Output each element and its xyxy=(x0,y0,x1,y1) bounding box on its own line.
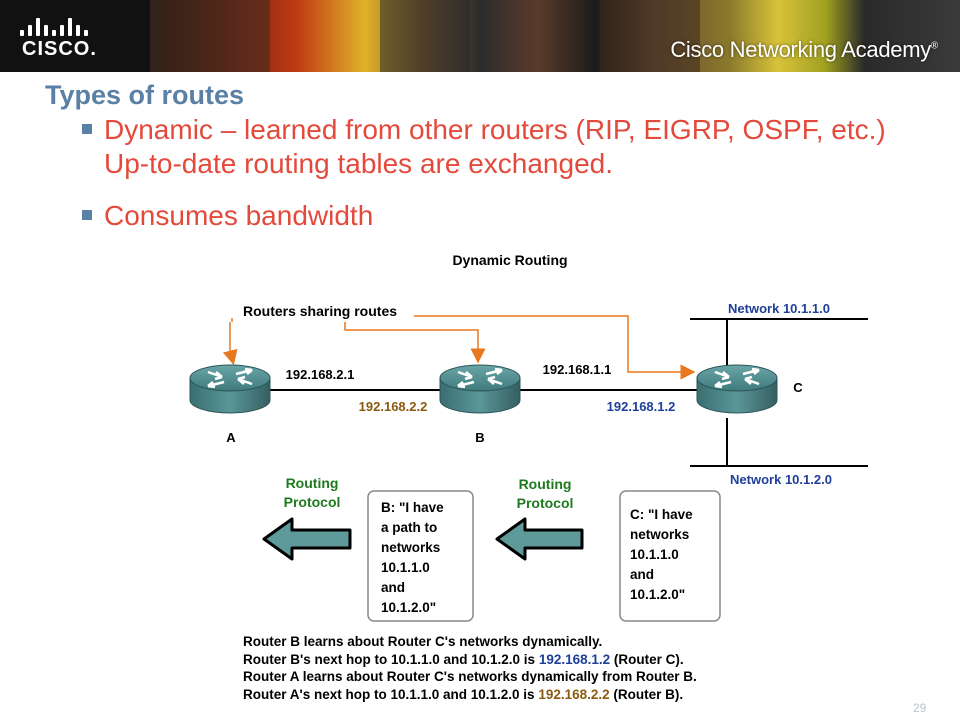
sharing-label: Routers sharing routes xyxy=(243,303,397,319)
router-c-icon xyxy=(695,363,779,415)
share-arrow-to-c xyxy=(414,315,696,380)
box-c-line5: 10.1.2.0" xyxy=(630,587,685,602)
bullet-list: Dynamic – learned from other routers (RI… xyxy=(78,113,938,251)
network-top-label: Network 10.1.1.0 xyxy=(728,301,830,316)
ip-b-west: 192.168.2.2 xyxy=(359,399,428,414)
caption-text: (Router C). xyxy=(610,651,684,667)
router-a-label: A xyxy=(226,430,236,445)
academy-wordmark: Cisco Networking Academy® xyxy=(670,37,938,63)
caption-line: Router B's next hop to 10.1.1.0 and 10.1… xyxy=(243,651,697,669)
bullet-item: Dynamic – learned from other routers (RI… xyxy=(78,113,938,181)
router-b-icon xyxy=(438,363,522,415)
ip-a-side: 192.168.2.1 xyxy=(286,367,355,382)
message-box-c xyxy=(619,490,721,622)
banner-photo-2 xyxy=(380,0,470,72)
network-bottom-label: Network 10.1.2.0 xyxy=(730,472,832,487)
academy-name: Cisco Networking Academy xyxy=(670,37,931,62)
header-banner: CISCO. Cisco Networking Academy® xyxy=(0,0,960,72)
protocol-arrow-left-icon xyxy=(262,517,352,561)
banner-photo-1 xyxy=(150,0,270,72)
cisco-bars-icon xyxy=(20,16,90,36)
box-b-line6: 10.1.2.0" xyxy=(381,600,436,615)
ip-c-side: 192.168.1.2 xyxy=(607,399,676,414)
share-arrow-to-b xyxy=(344,322,486,364)
page-number: 29 xyxy=(913,701,927,715)
box-b-line2: a path to xyxy=(381,520,437,535)
diagram-caption: Router B learns about Router C's network… xyxy=(243,633,697,703)
routing-protocol-right-line1: Routing xyxy=(519,476,572,492)
router-a-icon xyxy=(188,363,272,415)
protocol-arrow-right-icon xyxy=(495,517,584,561)
router-c-label: C xyxy=(793,380,803,395)
caption-ip-brown: 192.168.2.2 xyxy=(538,686,610,702)
caption-text: Router B's next hop to 10.1.1.0 and 10.1… xyxy=(243,651,539,667)
box-b-line1: B: "I have xyxy=(381,500,444,515)
ip-b-east: 192.168.1.1 xyxy=(543,362,612,377)
bullet-item: Consumes bandwidth xyxy=(78,199,938,233)
caption-text: (Router B). xyxy=(609,686,684,702)
routing-protocol-left-line2: Protocol xyxy=(284,494,341,510)
box-b-line3: networks xyxy=(381,540,440,555)
routing-protocol-right-line2: Protocol xyxy=(517,495,574,511)
bullet-text: Consumes bandwidth xyxy=(104,200,374,231)
caption-text: Router A's next hop to 10.1.1.0 and 10.1… xyxy=(243,686,539,702)
diagram-title: Dynamic Routing xyxy=(452,252,567,268)
caption-line: Router A's next hop to 10.1.1.0 and 10.1… xyxy=(243,686,697,704)
box-c-line3: 10.1.1.0 xyxy=(630,547,679,562)
academy-trademark: ® xyxy=(930,40,938,52)
box-b-line5: and xyxy=(381,580,405,595)
bullet-text: Dynamic – learned from other routers (RI… xyxy=(104,114,886,179)
routing-protocol-left-line1: Routing xyxy=(286,475,339,491)
caption-line: Router B learns about Router C's network… xyxy=(243,634,603,649)
slide-title: Types of routes xyxy=(45,80,245,110)
message-box-b xyxy=(367,490,474,622)
caption-line: Router A learns about Router C's network… xyxy=(243,669,697,684)
cisco-wordmark: CISCO. xyxy=(22,38,97,60)
share-arrow-to-a xyxy=(222,322,238,366)
banner-photo-3 xyxy=(600,0,700,72)
box-c-line4: and xyxy=(630,567,654,582)
box-c-line2: networks xyxy=(630,527,689,542)
box-c-line1: C: "I have xyxy=(630,507,693,522)
bullet-square-icon xyxy=(82,124,92,134)
box-b-line4: 10.1.1.0 xyxy=(381,560,430,575)
cisco-logo: CISCO. xyxy=(0,0,150,72)
router-b-label: B xyxy=(475,430,484,445)
caption-ip-blue: 192.168.1.2 xyxy=(538,651,611,667)
bullet-square-icon xyxy=(82,210,92,220)
